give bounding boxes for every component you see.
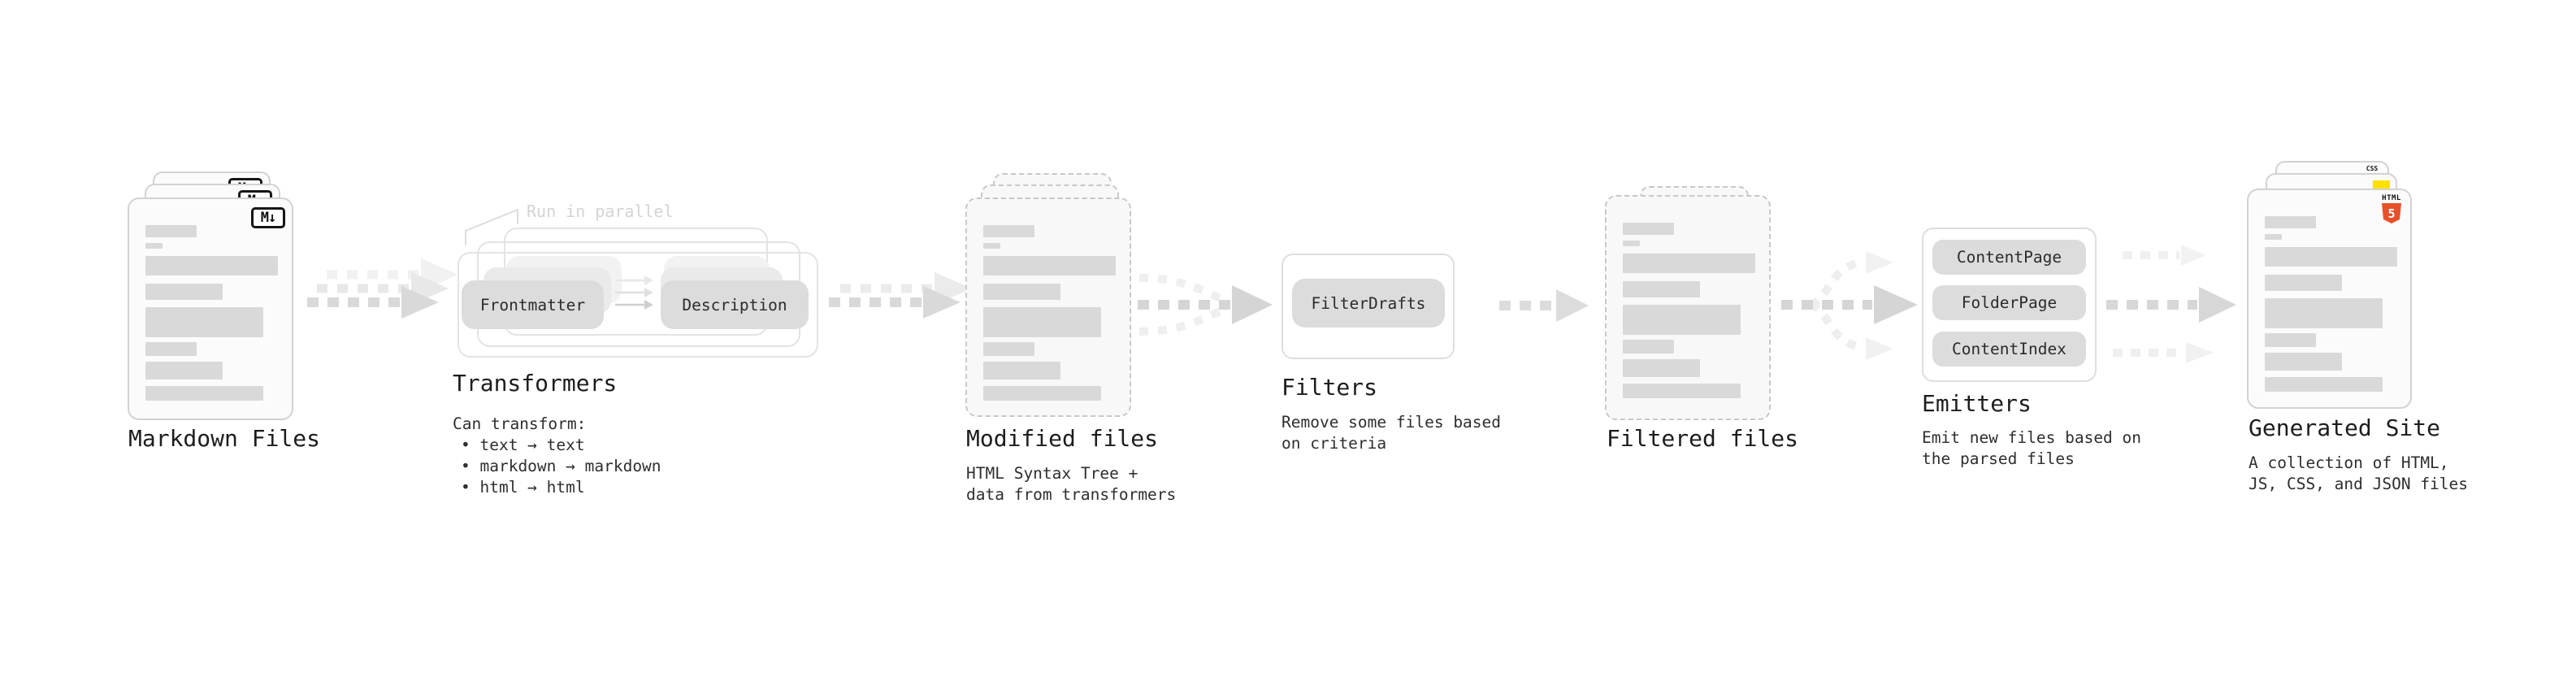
document-content-placeholder xyxy=(1607,197,1769,419)
doc-line-placeholder xyxy=(983,307,1101,337)
folderpage-pill: FolderPage xyxy=(1932,285,2086,320)
doc-line-placeholder xyxy=(983,362,1060,380)
description-line: JS, CSS, and JSON files xyxy=(2249,475,2469,493)
frontmatter-pill: Frontmatter xyxy=(462,280,604,329)
annotation-bracket-line xyxy=(465,208,518,245)
doc-line-placeholder xyxy=(2265,247,2397,267)
doc-line-placeholder xyxy=(2265,377,2383,392)
description-line: HTML Syntax Tree + xyxy=(966,464,1138,483)
document-content-placeholder xyxy=(2249,190,2410,407)
doc-line-placeholder xyxy=(1623,384,1741,398)
doc-line-placeholder xyxy=(983,225,1034,237)
html5-shield: 5 xyxy=(2382,203,2401,223)
filtered-file-card-front xyxy=(1605,195,1771,420)
doc-line-placeholder xyxy=(983,256,1116,275)
pill-arrow-top xyxy=(615,275,653,285)
doc-line-placeholder xyxy=(145,243,163,249)
doc-line-placeholder xyxy=(983,342,1034,356)
flow-arrow-emitters-middle xyxy=(2106,287,2236,323)
markdown-icon: M↓ xyxy=(251,207,285,228)
transformers-description: Can transform: • text → text • markdown … xyxy=(453,414,661,498)
doc-line-placeholder xyxy=(2265,298,2383,328)
stage-label-modified-files: Modified files xyxy=(966,425,1159,452)
stage-label-filtered-files: Filtered files xyxy=(1607,425,1799,452)
stage-label-markdown-files: Markdown Files xyxy=(128,425,321,452)
doc-line-placeholder xyxy=(983,284,1060,300)
contentpage-pill: ContentPage xyxy=(1932,240,2086,275)
description-line: • html → html xyxy=(461,478,585,497)
doc-line-placeholder xyxy=(145,362,223,380)
doc-line-placeholder xyxy=(145,256,278,275)
description-line: Can transform: xyxy=(453,414,587,433)
generated-site-description: A collection of HTML, JS, CSS, and JSON … xyxy=(2249,453,2468,495)
doc-line-placeholder xyxy=(1623,223,1674,235)
filterdrafts-pill: FilterDrafts xyxy=(1292,279,1445,327)
doc-line-placeholder xyxy=(2265,333,2316,347)
document-content-placeholder xyxy=(967,199,1130,415)
css-icon-label: CSS xyxy=(2366,165,2379,172)
document-content-placeholder xyxy=(129,199,292,419)
html5-icon: HTML 5 xyxy=(2380,194,2403,224)
js-file-icon xyxy=(2373,180,2390,190)
doc-line-placeholder xyxy=(1623,340,1674,354)
doc-line-placeholder xyxy=(145,284,223,300)
doc-line-placeholder xyxy=(1623,359,1700,377)
doc-line-placeholder xyxy=(145,307,263,337)
run-in-parallel-annotation: Run in parallel xyxy=(527,202,674,221)
transformer-frame-front xyxy=(458,252,818,358)
modified-file-card-front xyxy=(965,197,1131,417)
description-line: Remove some files based xyxy=(1281,413,1502,432)
doc-line-placeholder xyxy=(1623,241,1640,246)
doc-line-placeholder xyxy=(1623,281,1700,297)
stage-label-generated-site: Generated Site xyxy=(2249,414,2441,441)
description-line: on criteria xyxy=(1281,434,1387,453)
html5-icon-label: HTML xyxy=(2382,194,2401,202)
doc-line-placeholder xyxy=(145,342,197,356)
flow-arrow-emitters-top xyxy=(2123,245,2206,266)
emitters-description: Emit new files based on the parsed files xyxy=(1922,427,2141,470)
svg-text:5: 5 xyxy=(2387,206,2395,221)
flow-arrow-emitters-bottom xyxy=(2113,342,2214,363)
description-line: Emit new files based on xyxy=(1922,428,2142,447)
pill-arrow-bottom xyxy=(615,300,653,310)
stage-label-filters: Filters xyxy=(1281,374,1378,401)
description-line: data from transformers xyxy=(966,485,1177,504)
pill-arrow-middle xyxy=(615,288,653,297)
doc-line-placeholder xyxy=(1623,254,1755,273)
description-line: • markdown → markdown xyxy=(461,457,661,475)
doc-line-placeholder xyxy=(2265,216,2316,228)
description-pill: Description xyxy=(661,280,809,329)
stage-label-emitters: Emitters xyxy=(1922,390,2032,417)
modified-files-description: HTML Syntax Tree + data from transformer… xyxy=(966,463,1176,505)
flow-arrow-transformers-to-modified xyxy=(829,286,961,319)
doc-line-placeholder xyxy=(145,225,197,237)
description-line: A collection of HTML, xyxy=(2249,453,2449,472)
filters-description: Remove some files based on criteria xyxy=(1281,412,1501,454)
doc-line-placeholder xyxy=(2265,353,2342,371)
doc-line-placeholder xyxy=(2265,275,2342,291)
doc-line-placeholder xyxy=(1623,305,1741,335)
markdown-file-card-front: M↓ xyxy=(128,197,293,420)
description-line: the parsed files xyxy=(1922,449,2075,468)
doc-line-placeholder xyxy=(983,386,1101,401)
doc-line-placeholder xyxy=(2265,234,2282,240)
generated-file-card-html: HTML 5 xyxy=(2247,189,2412,409)
contentindex-pill: ContentIndex xyxy=(1932,332,2086,367)
doc-line-placeholder xyxy=(145,386,263,401)
doc-line-placeholder xyxy=(983,243,1000,249)
description-line: • text → text xyxy=(461,436,585,454)
flow-arrow-filtered-to-emitters-split xyxy=(1781,251,1918,360)
stage-label-transformers: Transformers xyxy=(453,370,618,397)
flow-arrow-filters-to-filtered xyxy=(1499,289,1589,322)
flow-arrow-modified-to-filters-merge xyxy=(1138,274,1273,336)
flow-arrow-markdown-to-transformers xyxy=(307,286,439,319)
